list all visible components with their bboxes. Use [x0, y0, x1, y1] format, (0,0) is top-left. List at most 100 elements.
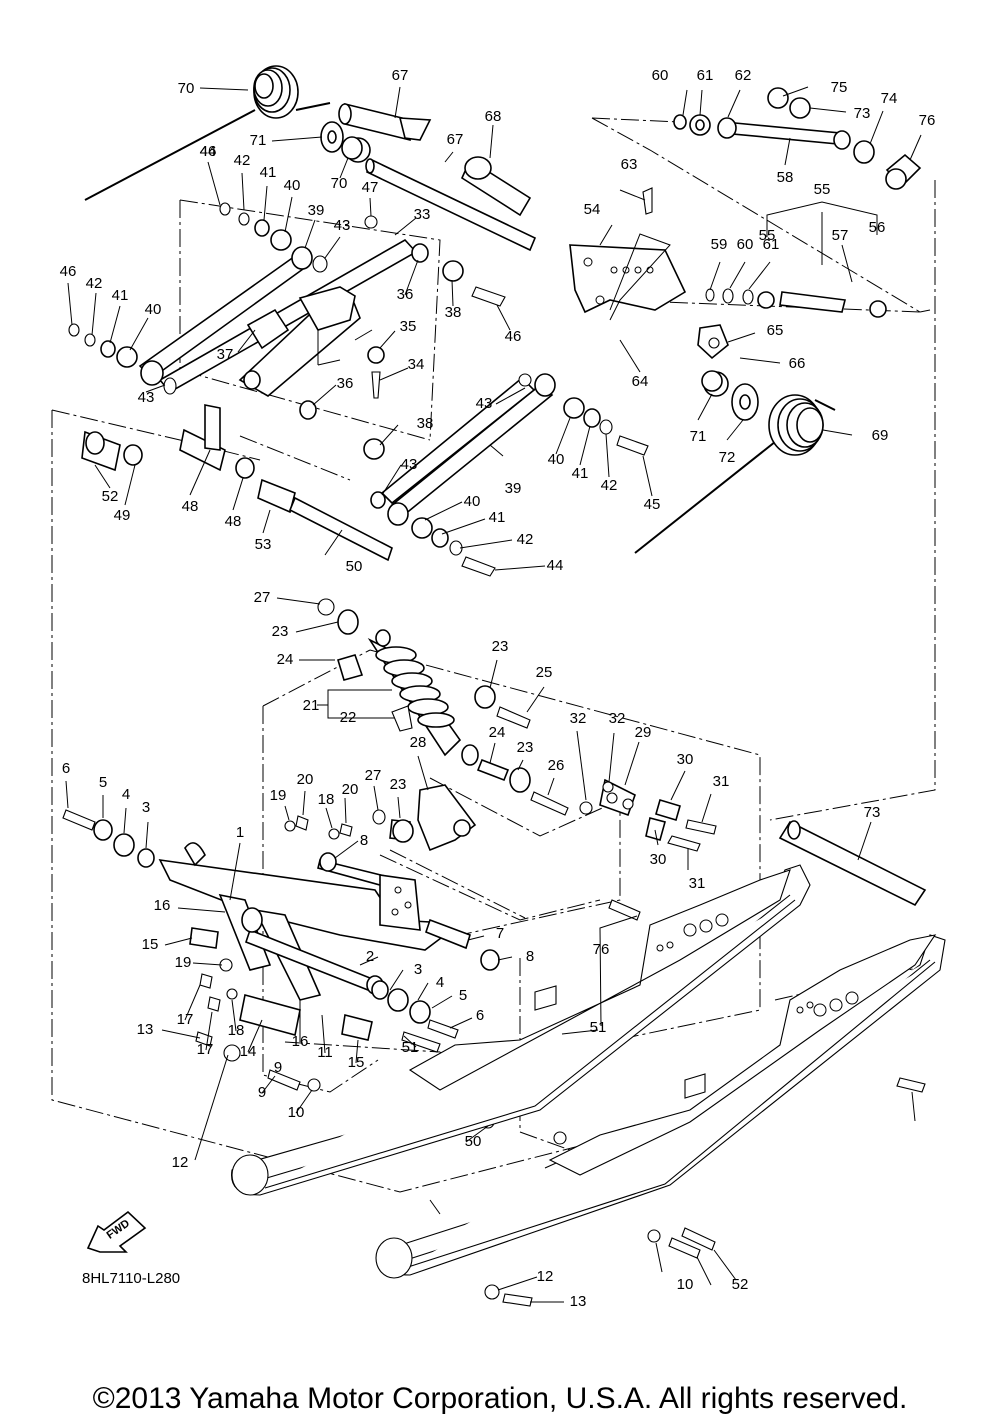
callout-label: 40 [284, 177, 301, 194]
callout-label: 71 [690, 428, 707, 445]
callout-label: 64 [632, 373, 649, 390]
callout-label: 19 [270, 787, 287, 804]
callout-label: 12 [172, 1154, 189, 1171]
callout-label: 70 [331, 175, 348, 192]
callout-label: 44 [547, 557, 564, 574]
callout-label: 32 [570, 710, 587, 727]
callout-label: 26 [548, 757, 565, 774]
callout-label: 48 [225, 513, 242, 530]
callout-label: 16 [154, 897, 171, 914]
callout-label: 72 [719, 449, 736, 466]
callout-label: 36 [397, 286, 414, 303]
callout-label: 48 [182, 498, 199, 515]
callout-label: 17 [197, 1041, 214, 1058]
callout-label: 51 [590, 1019, 607, 1036]
callout-label: 52 [102, 488, 119, 505]
callout-label: 14 [240, 1043, 257, 1060]
callout-label: 38 [417, 415, 434, 432]
callout-label: 43 [138, 389, 155, 406]
callout-label: 28 [410, 734, 427, 751]
callout-label: 19 [175, 954, 192, 971]
callout-label: 59 [711, 236, 728, 253]
callout-label: 67 [392, 67, 409, 84]
callout-label: 61 [763, 236, 780, 253]
lower-components [62, 598, 927, 1307]
callout-label: 46 [60, 263, 77, 280]
callout-label: 71 [250, 132, 267, 149]
callout-label: 40 [548, 451, 565, 468]
callout-label: 24 [277, 651, 294, 668]
torsion-spring-right [634, 394, 836, 554]
callout-label: 54 [584, 201, 601, 218]
callout-label: 55 [814, 181, 831, 198]
callout-label: 30 [650, 851, 667, 868]
callout-label: 10 [677, 1276, 694, 1293]
callout-label: 41 [572, 465, 589, 482]
callout-label: 5 [459, 987, 467, 1004]
callout-label: 7 [496, 925, 504, 942]
callout-label: 67 [447, 131, 464, 148]
shock-absorber [367, 629, 479, 766]
forward-arrow-icon: FWD [86, 1210, 147, 1253]
callout-label: 42 [86, 275, 103, 292]
callout-label: 9 [258, 1084, 266, 1101]
callout-label: 56 [869, 219, 886, 236]
callout-label: 42 [234, 152, 251, 169]
callout-label: 11 [317, 1044, 333, 1061]
copyright-notice: ©2013 Yamaha Motor Corporation, U.S.A. A… [92, 1382, 908, 1415]
callout-label: 10 [288, 1104, 305, 1121]
callout-label: 5 [99, 774, 107, 791]
callout-label: 1 [236, 824, 244, 841]
callout-label: 53 [255, 536, 272, 553]
callout-label: 51 [402, 1039, 419, 1056]
callout-label: 6 [62, 760, 70, 777]
callout-label: 73 [864, 804, 881, 821]
callout-label: 41 [112, 287, 129, 304]
callout-label: 70 [178, 80, 195, 97]
callout-label: 47 [362, 179, 379, 196]
callout-label: 13 [570, 1293, 587, 1310]
callout-label: 6 [476, 1007, 484, 1024]
callout-label: 69 [872, 427, 889, 444]
callout-label: 23 [272, 623, 289, 640]
callout-label: 22 [340, 709, 357, 726]
skid-rails [231, 864, 946, 1279]
callout-label: 23 [390, 776, 407, 793]
upper-components [68, 65, 922, 577]
callout-label: 32 [609, 710, 626, 727]
callout-label: 30 [677, 751, 694, 768]
callout-label: 76 [919, 112, 936, 129]
drawing-code: 8HL7110-L280 [82, 1270, 181, 1287]
callout-label: 43 [476, 395, 493, 412]
callout-label: 73 [854, 105, 871, 122]
callout-label: 46 [200, 143, 217, 160]
callout-label: 65 [767, 322, 784, 339]
callout-label: 43 [334, 217, 351, 234]
callout-label: 8 [360, 832, 368, 849]
callout-label: 42 [601, 477, 618, 494]
callout-label: 24 [489, 724, 506, 741]
callout-label: 4 [436, 974, 444, 991]
callout-label: 74 [881, 90, 898, 107]
callout-label: 41 [489, 509, 506, 526]
callout-label: 38 [445, 304, 462, 321]
callout-label: 40 [464, 493, 481, 510]
callout-label: 46 [505, 328, 522, 345]
callout-label: 50 [346, 558, 363, 575]
callout-label: 15 [348, 1054, 365, 1071]
callout-label: 43 [401, 456, 418, 473]
callout-label: 34 [408, 356, 425, 373]
callout-label: 37 [217, 346, 234, 363]
callout-label: 8 [526, 948, 534, 965]
callout-labels: 1233445566788991010111212131314151516161… [60, 67, 936, 1310]
callout-label: 50 [465, 1133, 482, 1150]
callout-label: 68 [485, 108, 502, 125]
callout-label: 60 [652, 67, 669, 84]
callout-label: 15 [142, 936, 159, 953]
callout-label: 20 [342, 781, 359, 798]
callout-label: 9 [274, 1059, 282, 1076]
callout-label: 31 [689, 875, 706, 892]
callout-label: 41 [260, 164, 277, 181]
callout-label: 17 [177, 1011, 194, 1028]
callout-label: 40 [145, 301, 162, 318]
